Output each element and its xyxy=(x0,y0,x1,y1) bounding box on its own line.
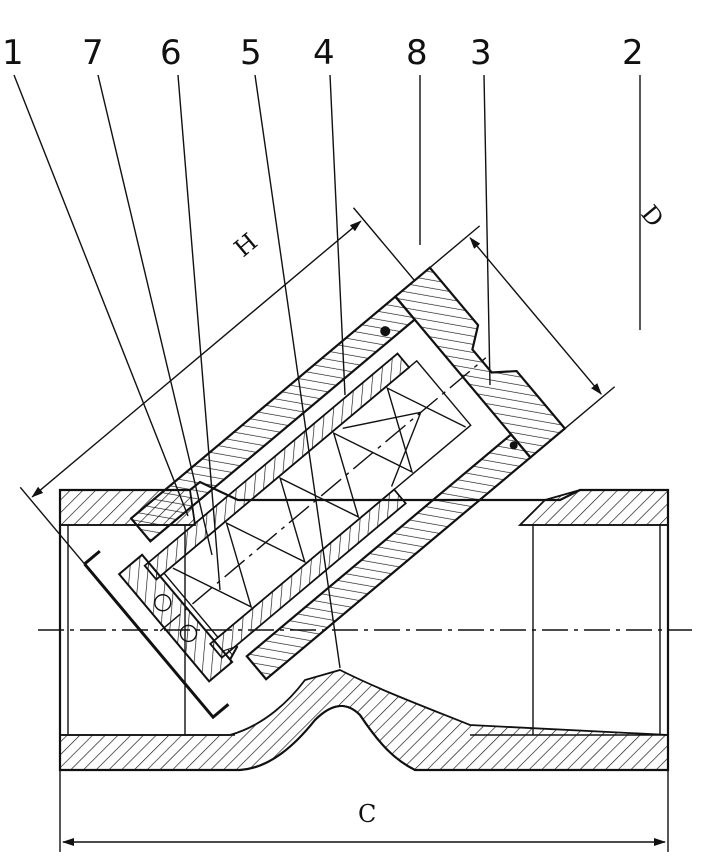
dimension-c-label: C xyxy=(358,800,376,828)
cap-end xyxy=(393,266,567,460)
h-ext-right xyxy=(352,207,416,281)
section-bracket xyxy=(83,562,230,720)
h-ext-left xyxy=(19,486,86,565)
dimension-c: C xyxy=(59,770,669,852)
dimension-h-label: H xyxy=(229,228,263,263)
bonnet-assembly xyxy=(19,207,616,720)
cap-housing xyxy=(129,295,417,543)
part-label-1: 1 xyxy=(2,33,24,73)
o-ring-top xyxy=(380,326,391,337)
section-bracket-top xyxy=(83,549,101,566)
leader-5 xyxy=(254,74,341,669)
d-ext-top xyxy=(429,225,481,269)
d-ext-bottom xyxy=(564,386,616,430)
body-bottom-wall xyxy=(59,669,669,771)
body-top-wall-right xyxy=(517,489,669,526)
part-label-5: 5 xyxy=(240,33,262,73)
part-label-7: 7 xyxy=(82,33,104,73)
inner-sleeve-top xyxy=(143,352,411,581)
leader-3 xyxy=(483,74,491,386)
part-labels: 1 7 6 5 4 8 3 2 xyxy=(2,33,644,73)
leader-4 xyxy=(329,74,346,396)
d-dim-line xyxy=(469,237,602,395)
part-label-6: 6 xyxy=(160,33,182,73)
plug-ring-2 xyxy=(179,624,198,643)
plug-ring-1 xyxy=(154,594,172,612)
part-label-3: 3 xyxy=(470,33,492,73)
screen-mesh xyxy=(172,386,466,609)
h-dim-line xyxy=(31,220,362,498)
part-label-4: 4 xyxy=(313,33,335,73)
end-plug xyxy=(117,553,234,683)
o-ring-bottom xyxy=(509,441,518,450)
part-label-8: 8 xyxy=(406,33,428,73)
bonnet-centerline xyxy=(159,357,487,632)
leader-1 xyxy=(13,74,189,517)
leader-7 xyxy=(97,74,213,556)
leader-lines xyxy=(13,74,641,669)
leader-6 xyxy=(177,74,221,591)
part-label-2: 2 xyxy=(622,33,644,73)
cap-housing-bottom xyxy=(245,432,532,681)
